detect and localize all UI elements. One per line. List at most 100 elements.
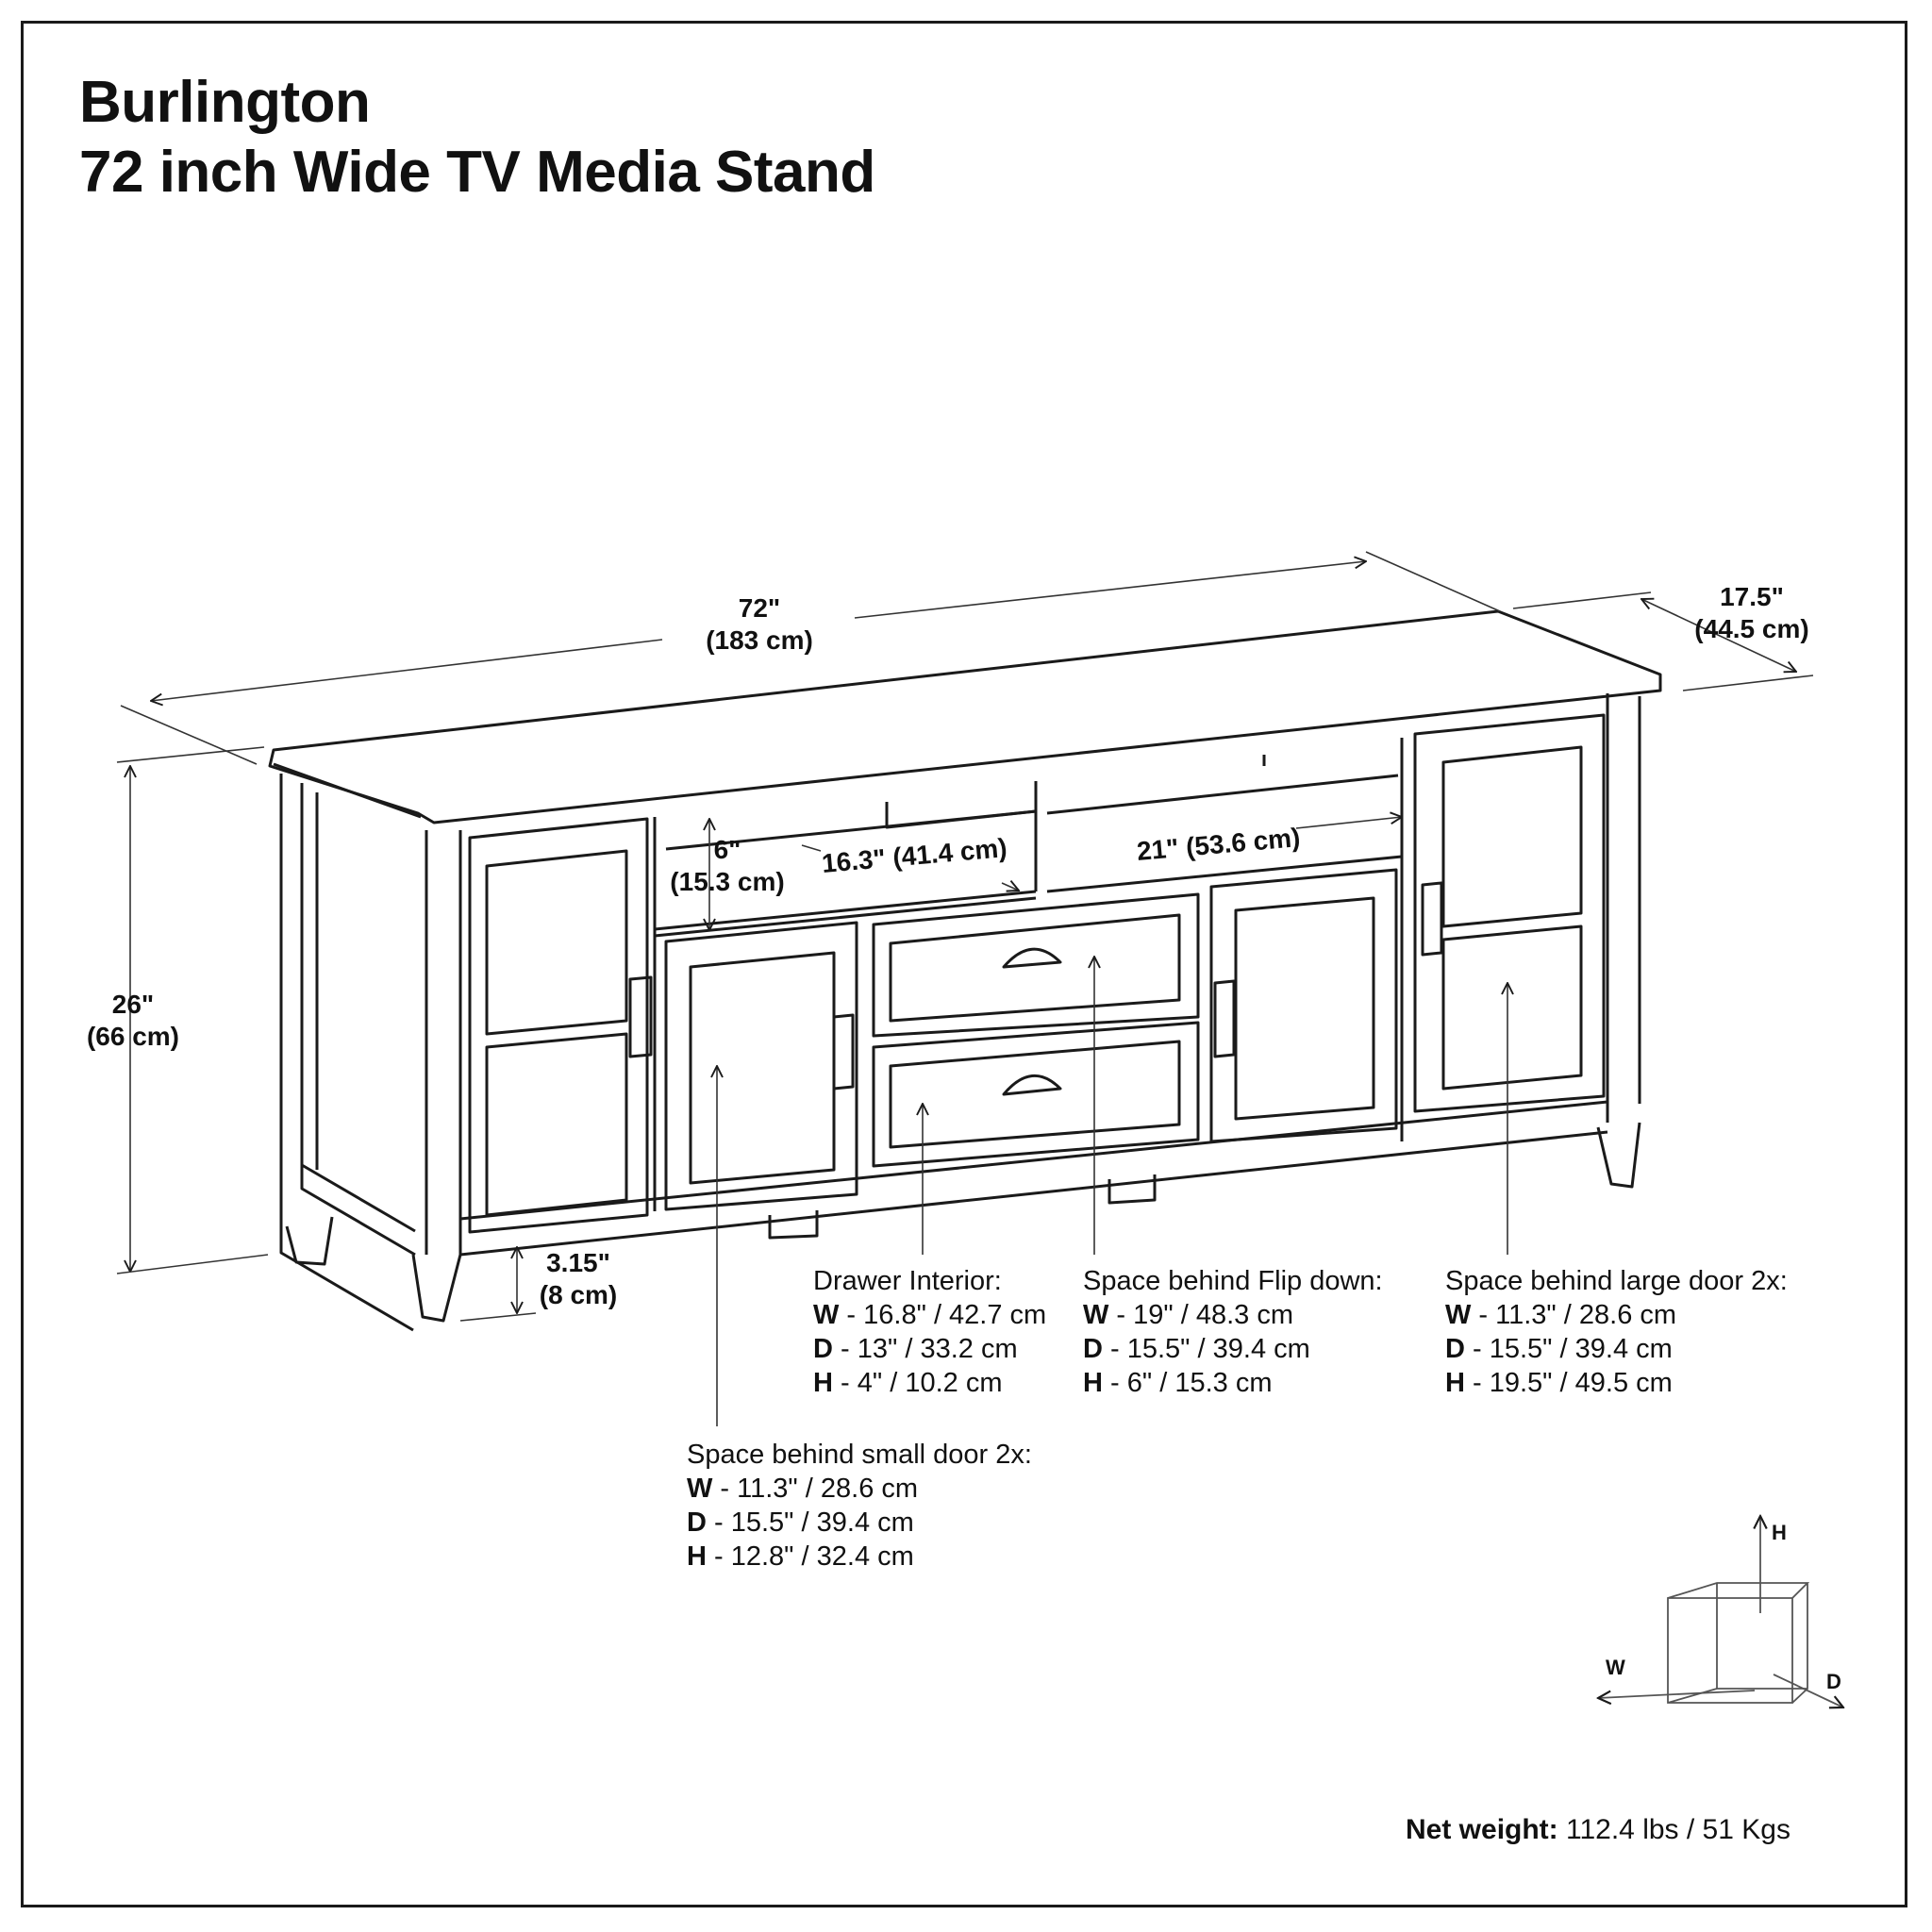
spec-heading: Space behind small door 2x: bbox=[687, 1440, 1032, 1470]
depth-dim-line bbox=[1641, 599, 1796, 672]
width-label: 72" (183 cm) bbox=[689, 592, 830, 657]
drawer-bottom-pull bbox=[1002, 1074, 1062, 1096]
shelf-height-label: 6" (15.3 cm) bbox=[660, 834, 794, 898]
left-large-door-panel-top bbox=[485, 849, 628, 1036]
width-dim-line-right bbox=[854, 561, 1366, 619]
width-metric: (183 cm) bbox=[706, 625, 813, 655]
spec-row: D - 15.5" / 39.4 cm bbox=[1083, 1334, 1310, 1364]
spec-row: W - 16.8" / 42.7 cm bbox=[813, 1300, 1047, 1330]
axis-d-arrow bbox=[1773, 1674, 1843, 1707]
drawer-top-pull bbox=[1002, 947, 1062, 969]
spec-row: H - 4" / 10.2 cm bbox=[813, 1368, 1003, 1398]
left-small-door bbox=[664, 921, 858, 1211]
right-large-door bbox=[1413, 713, 1606, 1113]
drawer-bottom bbox=[872, 1021, 1200, 1168]
left-large-door bbox=[468, 817, 649, 1234]
depth-metric: (44.5 cm) bbox=[1694, 614, 1809, 643]
width-dim-line-left bbox=[151, 639, 663, 701]
dimension-lines bbox=[116, 551, 1814, 1426]
tv-stand bbox=[268, 609, 1662, 1332]
spec-row: W - 19" / 48.3 cm bbox=[1083, 1300, 1294, 1330]
left-opening-label: 16.3" (41.4 cm) bbox=[821, 833, 1008, 878]
spec-row: W - 11.3" / 28.6 cm bbox=[1445, 1300, 1677, 1330]
right-opening-label: 21" (53.6 cm) bbox=[1136, 823, 1302, 866]
title-line-1: Burlington bbox=[79, 70, 371, 135]
axis-d-label: D bbox=[1826, 1670, 1841, 1693]
axis-h-label: H bbox=[1772, 1521, 1787, 1544]
width-imperial: 72" bbox=[738, 593, 781, 623]
clearance-ext bbox=[459, 1312, 537, 1322]
spec-row: D - 15.5" / 39.4 cm bbox=[687, 1507, 914, 1538]
height-imperial: 26" bbox=[111, 990, 155, 1019]
spec-row: D - 13" / 33.2 cm bbox=[813, 1334, 1018, 1364]
spec-row: D - 15.5" / 39.4 cm bbox=[1445, 1334, 1673, 1364]
left-small-door-handle bbox=[832, 1013, 855, 1091]
drawer-top-panel bbox=[889, 913, 1181, 1023]
left-rail bbox=[300, 1165, 416, 1257]
front-left-leg bbox=[411, 1254, 462, 1323]
title-line-2: 72 inch Wide TV Media Stand bbox=[79, 140, 875, 205]
drawer-bottom-panel bbox=[889, 1040, 1181, 1149]
right-small-door-handle bbox=[1213, 979, 1236, 1058]
depth-label: 17.5" (44.5 cm) bbox=[1681, 581, 1823, 645]
shelf-back-left-upper bbox=[885, 802, 1037, 829]
shelf-right-upper bbox=[1046, 755, 1403, 893]
net-weight-value: 112.4 lbs / 51 Kgs bbox=[1557, 1814, 1790, 1845]
middle-foot-left bbox=[768, 1210, 819, 1240]
axis-cube-diagram bbox=[1598, 1516, 1843, 1707]
clearance-metric: (8 cm) bbox=[539, 1280, 618, 1309]
left-side-inner bbox=[300, 783, 416, 1233]
left-large-door-handle bbox=[628, 975, 653, 1058]
stand-top-front-edge bbox=[273, 762, 422, 819]
right-opening-arrow bbox=[1295, 817, 1402, 829]
net-weight: Net weight: 112.4 lbs / 51 Kgs bbox=[1406, 1814, 1790, 1846]
depth-imperial: 17.5" bbox=[1720, 582, 1784, 611]
page-title: Burlington 72 inch Wide TV Media Stand bbox=[79, 68, 875, 208]
spec-drawer-interior: Drawer Interior: W - 16.8" / 42.7 cm D -… bbox=[813, 1264, 1046, 1400]
right-small-door bbox=[1209, 868, 1398, 1143]
shelf-line bbox=[654, 890, 1037, 938]
shelf-height-imperial: 6" bbox=[713, 835, 741, 864]
spec-small-door: Space behind small door 2x: W - 11.3" / … bbox=[687, 1438, 1032, 1574]
right-large-door-panel-top bbox=[1441, 745, 1583, 928]
shelf-height-metric: (15.3 cm) bbox=[670, 867, 785, 896]
height-label: 26" (66 cm) bbox=[62, 989, 204, 1053]
bottom-rail bbox=[459, 1100, 1608, 1257]
drawer-top bbox=[872, 892, 1200, 1038]
spec-large-door: Space behind large door 2x: W - 11.3" / … bbox=[1445, 1264, 1788, 1400]
axis-w-label: W bbox=[1606, 1656, 1625, 1679]
clearance-label: 3.15" (8 cm) bbox=[517, 1247, 640, 1311]
right-small-door-panel bbox=[1234, 896, 1375, 1121]
back-left-leg bbox=[285, 1216, 334, 1266]
depth-ext-top bbox=[1512, 591, 1652, 609]
right-large-door-panel-bottom bbox=[1441, 924, 1583, 1091]
height-ext-bottom bbox=[116, 1254, 269, 1274]
middle-foot-right bbox=[1108, 1174, 1157, 1205]
spec-heading: Space behind large door 2x: bbox=[1445, 1266, 1788, 1296]
front-right-leg bbox=[1596, 1122, 1641, 1189]
left-large-door-panel-bottom bbox=[485, 1032, 628, 1217]
right-large-door-handle bbox=[1421, 881, 1443, 957]
axis-w-arrow bbox=[1598, 1690, 1756, 1698]
spec-flip-down: Space behind Flip down: W - 19" / 48.3 c… bbox=[1083, 1264, 1383, 1400]
height-ext-top bbox=[116, 746, 265, 763]
axis-cube bbox=[1667, 1582, 1810, 1704]
net-weight-label: Net weight: bbox=[1406, 1814, 1558, 1845]
spec-row: H - 6" / 15.3 cm bbox=[1083, 1368, 1273, 1398]
spec-heading: Space behind Flip down: bbox=[1083, 1266, 1383, 1296]
width-ext-left bbox=[120, 705, 258, 765]
page-frame bbox=[21, 21, 1907, 1907]
stand-top bbox=[268, 609, 1662, 824]
left-side-panel bbox=[279, 774, 414, 1332]
height-metric: (66 cm) bbox=[86, 1022, 180, 1051]
left-opening-arrow bbox=[801, 844, 1019, 891]
spec-row: H - 12.8" / 32.4 cm bbox=[687, 1541, 914, 1572]
clearance-imperial: 3.15" bbox=[546, 1248, 610, 1277]
width-ext-right bbox=[1365, 551, 1501, 612]
spec-row: H - 19.5" / 49.5 cm bbox=[1445, 1368, 1673, 1398]
depth-ext-bottom bbox=[1682, 675, 1814, 691]
left-small-door-panel bbox=[689, 951, 836, 1185]
spec-row: W - 11.3" / 28.6 cm bbox=[687, 1474, 919, 1504]
spec-heading: Drawer Interior: bbox=[813, 1266, 1002, 1296]
